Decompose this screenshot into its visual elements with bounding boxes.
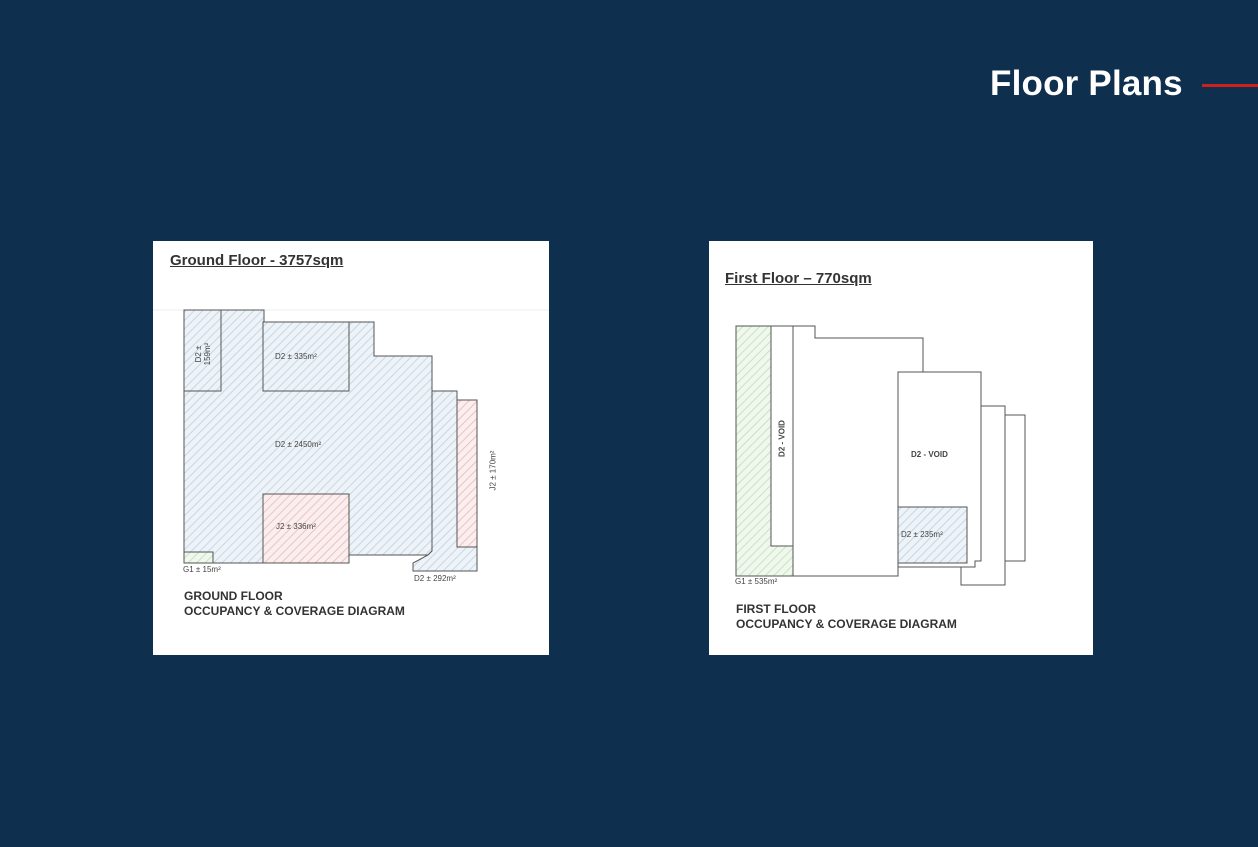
zone-d2-void-left: [770, 325, 794, 547]
first-floor-diagram: [735, 325, 1026, 586]
zone-d2-335: [262, 321, 350, 392]
label-g1-15: G1 ± 15m²: [183, 565, 221, 574]
caption-line-1: GROUND FLOOR: [184, 589, 283, 603]
caption-line-2: OCCUPANCY & COVERAGE DIAGRAM: [736, 617, 957, 631]
zone-d2-159: [183, 309, 222, 392]
ground-floor-caption: GROUND FLOOR OCCUPANCY & COVERAGE DIAGRA…: [184, 589, 405, 619]
zone-g1-15: [183, 551, 214, 564]
ground-floor-diagram: [153, 309, 549, 572]
ground-floor-title: Ground Floor - 3757sqm: [170, 252, 344, 269]
label-d2-2450: D2 ± 2450m²: [275, 440, 322, 449]
zone-j2-170: [456, 399, 478, 548]
first-floor-title: First Floor – 770sqm: [725, 270, 872, 287]
label-d2-335: D2 ± 335m²: [275, 352, 317, 361]
label-d2-void-right: D2 - VOID: [911, 450, 948, 459]
first-floor-plan: First Floor – 770sqm D2 - VOID D2 - VOID…: [709, 241, 1093, 655]
ground-floor-plan: Ground Floor - 3757sqm D2 ± 159m² D2 ± 3…: [153, 241, 549, 655]
label-d2-159: D2 ± 159m²: [194, 342, 212, 366]
first-floor-caption: FIRST FLOOR OCCUPANCY & COVERAGE DIAGRAM: [736, 602, 957, 632]
zone-j2-336: [262, 493, 350, 564]
caption-line-2: OCCUPANCY & COVERAGE DIAGRAM: [184, 604, 405, 618]
label-d2-void-left: D2 - VOID: [777, 420, 787, 457]
title-accent-line: [1202, 84, 1258, 87]
zone-d2-235: [897, 506, 968, 564]
caption-line-1: FIRST FLOOR: [736, 602, 816, 616]
page-title: Floor Plans: [990, 64, 1183, 103]
label-j2-336: J2 ± 336m²: [276, 522, 316, 531]
label-d2-235: D2 ± 235m²: [901, 530, 943, 539]
label-j2-170: J2 ± 170m²: [488, 450, 498, 491]
label-d2-292: D2 ± 292m²: [414, 574, 456, 583]
label-g1-535: G1 ± 535m²: [735, 577, 778, 586]
